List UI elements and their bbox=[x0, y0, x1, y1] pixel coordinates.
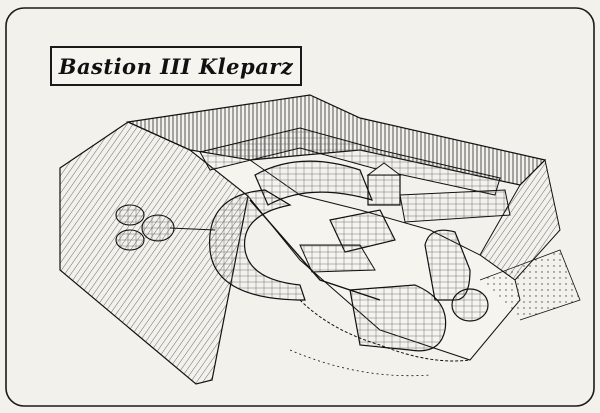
barracks-right bbox=[399, 189, 511, 223]
title-plaque: Bastion III Kleparz bbox=[50, 46, 302, 86]
lower-wing bbox=[299, 244, 376, 273]
horseshoe-caponier bbox=[209, 189, 306, 301]
cloverleaf-outwork bbox=[115, 204, 216, 251]
curtain-wall bbox=[249, 199, 381, 301]
central-block bbox=[329, 209, 396, 253]
title-text: Bastion III Kleparz bbox=[58, 53, 294, 79]
gate-tower bbox=[367, 174, 401, 206]
round-tower bbox=[451, 288, 489, 322]
page-border bbox=[5, 7, 595, 407]
lower-caponier bbox=[349, 284, 447, 352]
